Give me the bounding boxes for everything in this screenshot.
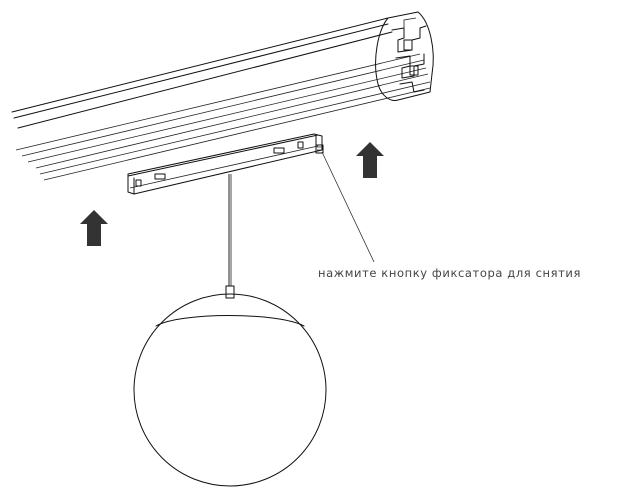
callout-leader-line (321, 151, 375, 263)
release-instruction-label: нажмите кнопку фиксатора для снятия (318, 266, 582, 280)
pendant-lamp (133, 174, 327, 487)
driver-module (127, 133, 324, 195)
track-rail (11, 11, 434, 181)
release-button-icon (315, 144, 324, 154)
up-arrow-right-icon (356, 142, 384, 178)
up-arrow-left-icon (80, 210, 108, 246)
